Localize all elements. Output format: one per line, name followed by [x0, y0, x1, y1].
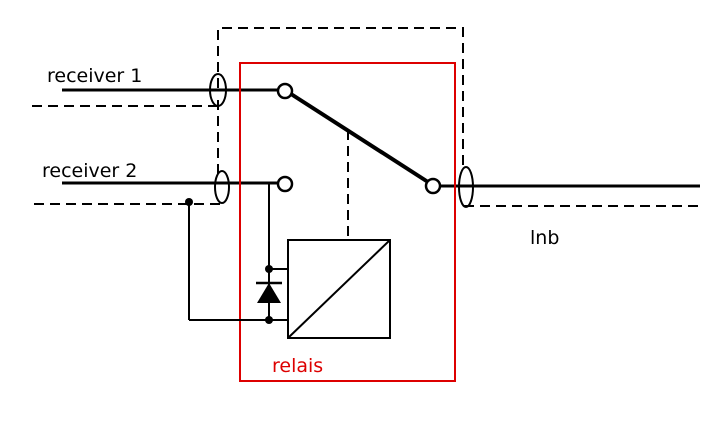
label-relais: relais [272, 355, 323, 377]
contact-common [424, 177, 442, 195]
contact-2 [276, 175, 294, 193]
lnb-coax-ring [458, 166, 474, 208]
junction-dot [265, 316, 273, 324]
receiver2-coax-ring [214, 170, 230, 204]
shield-outline [217, 27, 464, 180]
relais-box [239, 62, 456, 382]
diode [256, 281, 282, 303]
switch-arm [289, 92, 430, 184]
contact-1 [276, 82, 294, 100]
label-receiver2: receiver 2 [42, 160, 137, 182]
relay-coil-diagonal [287, 239, 391, 339]
label-lnb: lnb [530, 227, 559, 249]
label-receiver1: receiver 1 [47, 65, 142, 87]
junction-dot [265, 265, 273, 273]
receiver1-coax-ring [209, 73, 227, 107]
junction-dot [185, 198, 193, 206]
